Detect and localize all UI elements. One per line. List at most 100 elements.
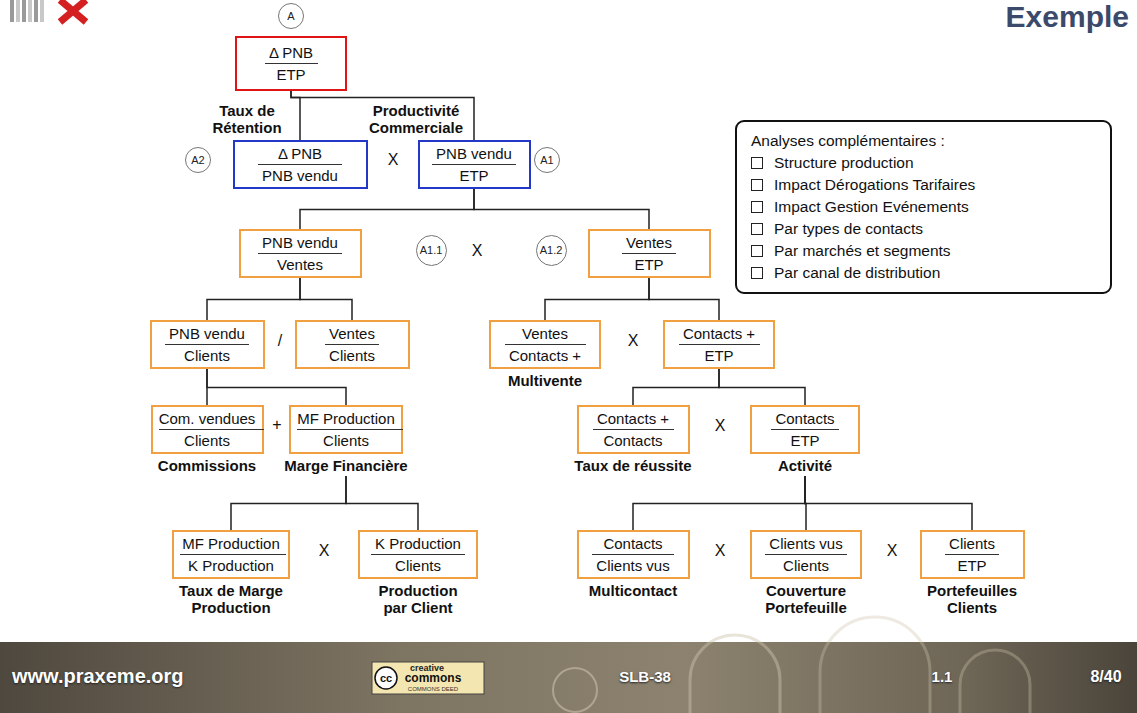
operator-symbol: X <box>628 332 639 350</box>
denominator: Clients vus <box>585 557 682 574</box>
numerator: PNB vendu <box>247 234 354 251</box>
operator-symbol: X <box>887 542 898 560</box>
tree-connector <box>346 476 418 530</box>
tree-connector <box>300 189 474 229</box>
numerator: Contacts + <box>671 325 767 342</box>
denominator: ETP <box>245 66 337 83</box>
legend-item: Structure production <box>751 152 1096 174</box>
numerator-text: Clients <box>949 535 995 552</box>
numerator-text: Ventes <box>329 325 375 342</box>
numerator: Contacts <box>585 535 682 552</box>
box-caption: Activité <box>735 457 875 474</box>
fraction-bar <box>432 164 516 165</box>
numerator: PNB vendu <box>426 145 523 162</box>
legend-item: Par types de contacts <box>751 218 1096 240</box>
legend-item-text: Par marchés et segments <box>774 242 951 259</box>
denominator: Clients <box>159 432 256 449</box>
fraction-bar <box>592 554 674 555</box>
legend-item: Impact Gestion Evénements <box>751 196 1096 218</box>
denominator-text: Contacts + <box>509 347 581 364</box>
denominator-text: ETP <box>957 557 986 574</box>
fraction-bar <box>371 554 465 555</box>
legend-item: Par canal de distribution <box>751 262 1096 284</box>
numerator: Ventes <box>596 234 703 251</box>
tree-connector <box>207 369 346 405</box>
box-caption: Portefeuilles Clients <box>920 582 1025 616</box>
footer-text: cc <box>380 672 392 684</box>
ratio-box: Com. venduesClientsCommissions <box>151 405 264 454</box>
slide-title: Exemple <box>1006 0 1129 33</box>
ratio-box: Contacts +ContactsTaux de réussite <box>577 405 690 454</box>
denominator-text: Ventes <box>277 256 323 273</box>
denominator-text: Clients <box>329 347 375 364</box>
legend-item-text: Structure production <box>774 154 914 171</box>
denominator: Contacts + <box>497 347 593 364</box>
numerator-text: Contacts + <box>597 410 669 427</box>
box-caption: Production par Client <box>368 582 468 616</box>
fraction-bar <box>165 344 249 345</box>
callout-number: A <box>287 10 294 22</box>
legend-box: Analyses complémentaires : Structure prod… <box>735 120 1112 294</box>
denominator-text: Clients vus <box>596 557 669 574</box>
legend-item-text: Impact Dérogations Tarifaires <box>774 176 975 193</box>
denominator-text: PNB vendu <box>262 167 338 184</box>
denominator: Clients <box>758 557 854 574</box>
checkbox-symbol <box>751 223 763 235</box>
fraction-bar <box>593 429 674 430</box>
numerator: Δ PNB <box>241 145 360 162</box>
numerator: Com. vendues <box>159 410 256 427</box>
denominator-text: ETP <box>276 66 305 83</box>
denominator-text: ETP <box>790 432 819 449</box>
fraction-bar <box>180 554 286 555</box>
denominator-text: K Production <box>188 557 274 574</box>
legend-heading: Analyses complémentaires : <box>751 130 1096 152</box>
tree-connector <box>300 278 352 320</box>
denominator: Clients <box>297 432 395 449</box>
ratio-box: VentesClients <box>295 320 410 369</box>
ratio-box: MF ProductionK ProductionTaux de Marge P… <box>172 530 290 579</box>
denominator-text: Clients <box>323 432 369 449</box>
tree-connector <box>649 278 719 320</box>
tree-connector <box>207 278 300 320</box>
denominator-text: Clients <box>783 557 829 574</box>
ratio-box: ContactsClients vusMulticontact <box>577 530 690 579</box>
callout-number: A1 <box>540 154 553 166</box>
operator-symbol: + <box>272 416 281 434</box>
numerator-text: Contacts <box>775 410 834 427</box>
numerator: PNB vendu <box>158 325 257 342</box>
legend-item: Impact Dérogations Tarifaires <box>751 174 1096 196</box>
box-caption: Multicontact <box>563 582 703 599</box>
ratio-box: Taux de RétentionΔ PNBPNB vendu <box>233 140 368 189</box>
numerator-text: Δ PNB <box>278 145 322 162</box>
legend-item: Par marchés et segments <box>751 240 1096 262</box>
operator-symbol: X <box>472 242 483 260</box>
footer-band <box>0 617 1137 713</box>
denominator-text: Clients <box>184 432 230 449</box>
numerator: Contacts <box>758 410 852 427</box>
ratio-box: Δ PNBETP <box>235 36 347 91</box>
numerator-text: Clients vus <box>769 535 842 552</box>
denominator-text: Clients <box>184 347 230 364</box>
tree-connector <box>719 369 805 405</box>
fraction-bar <box>265 63 318 64</box>
ratio-box: PNB venduClients <box>150 320 265 369</box>
footer-text: SLB-38 <box>619 669 671 686</box>
callout-circle: A1 <box>534 147 560 173</box>
tree-connector <box>291 91 474 140</box>
fraction-bar <box>159 429 264 430</box>
fraction-bar <box>679 344 760 345</box>
numerator: Clients vus <box>758 535 854 552</box>
box-caption: Commissions <box>137 457 277 474</box>
operator-symbol: X <box>388 151 399 169</box>
box-caption: Multivente <box>470 372 620 389</box>
numerator-text: K Production <box>375 535 461 552</box>
callout-circle: A <box>278 3 304 29</box>
denominator-text: Contacts <box>603 432 662 449</box>
numerator-text: PNB vendu <box>436 145 512 162</box>
numerator-text: Ventes <box>626 234 672 251</box>
ratio-box: Productivité CommercialePNB venduETP <box>418 140 531 189</box>
denominator-text: ETP <box>704 347 733 364</box>
box-caption: Marge Financière <box>271 457 421 474</box>
fraction-bar <box>325 344 379 345</box>
denominator: ETP <box>426 167 523 184</box>
